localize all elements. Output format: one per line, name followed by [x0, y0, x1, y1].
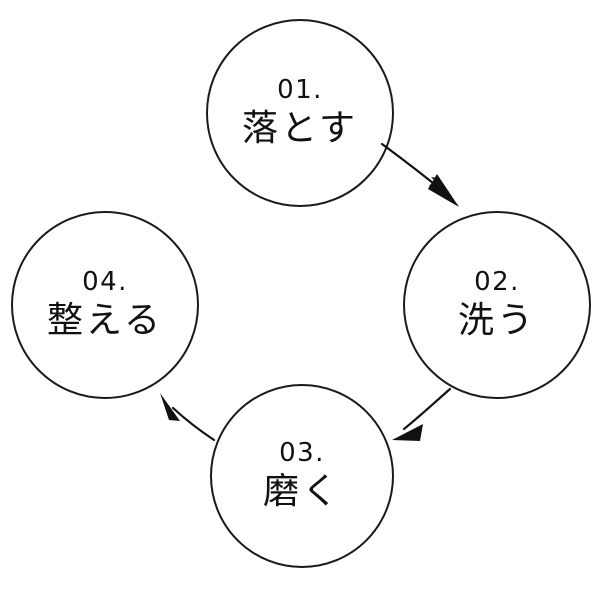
arrow-02-to-03-line	[402, 387, 452, 431]
arrow-01-to-02	[380, 142, 459, 207]
arrow-01-to-02-head-solid	[428, 174, 459, 207]
arrow-02-to-03-head	[392, 424, 423, 441]
node-circle-step-01[interactable]	[206, 19, 394, 207]
node-circle-step-02[interactable]	[403, 211, 591, 399]
node-circle-step-04[interactable]	[11, 211, 199, 399]
node-circle-step-03[interactable]	[210, 384, 394, 568]
arrow-03-to-04-line	[171, 406, 216, 442]
arrow-03-to-04	[160, 393, 216, 442]
arrow-03-to-04-head	[160, 393, 180, 421]
arrow-02-to-03	[392, 387, 452, 441]
